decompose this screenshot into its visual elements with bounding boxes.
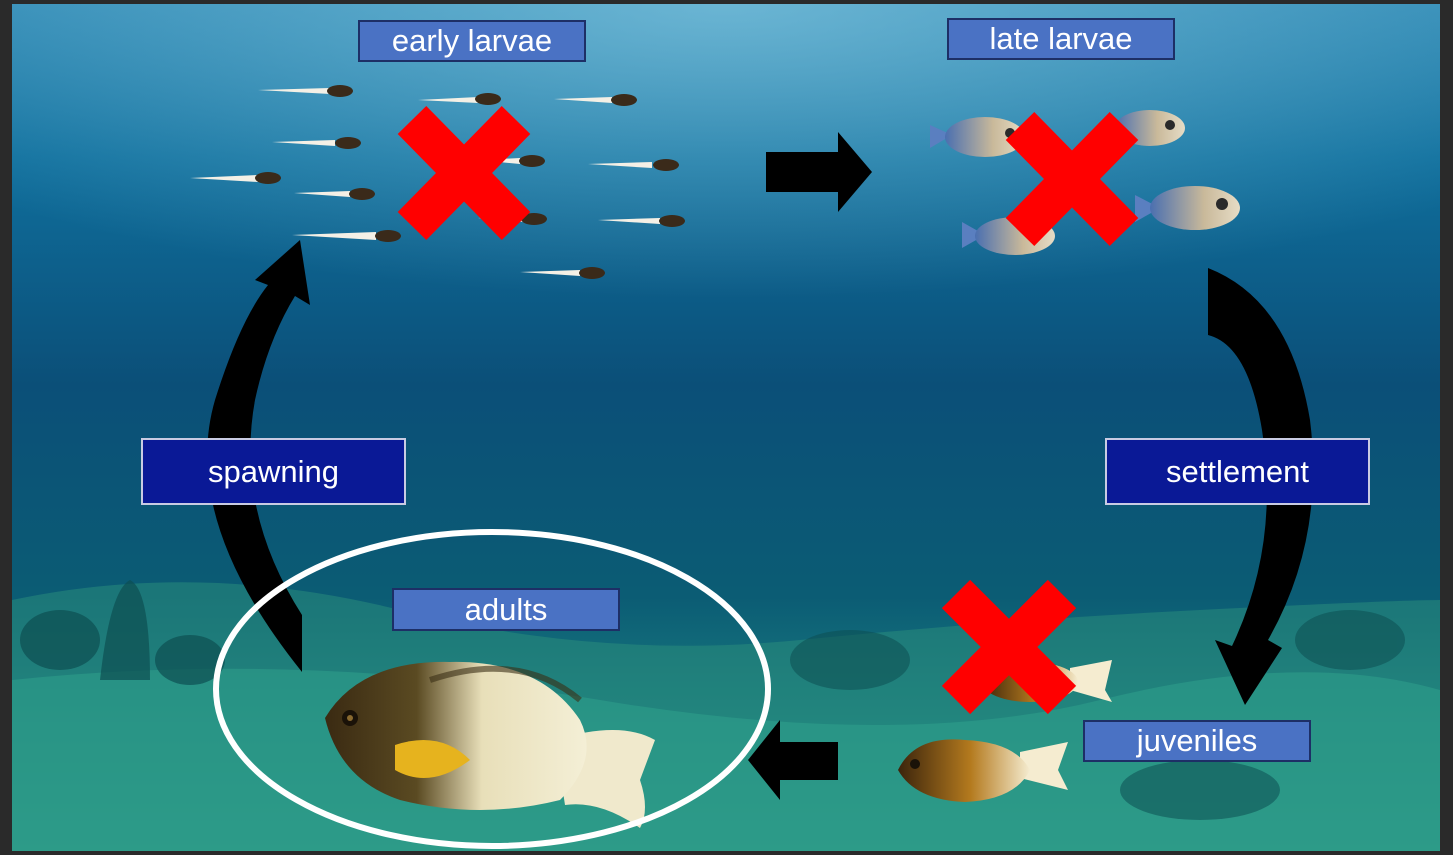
label-adults: adults — [392, 588, 620, 631]
label-late-larvae: late larvae — [947, 18, 1175, 60]
label-juveniles: juveniles — [1083, 720, 1311, 762]
label-spawning: spawning — [141, 438, 406, 505]
label-settlement: settlement — [1105, 438, 1370, 505]
label-early-larvae: early larvae — [358, 20, 586, 62]
